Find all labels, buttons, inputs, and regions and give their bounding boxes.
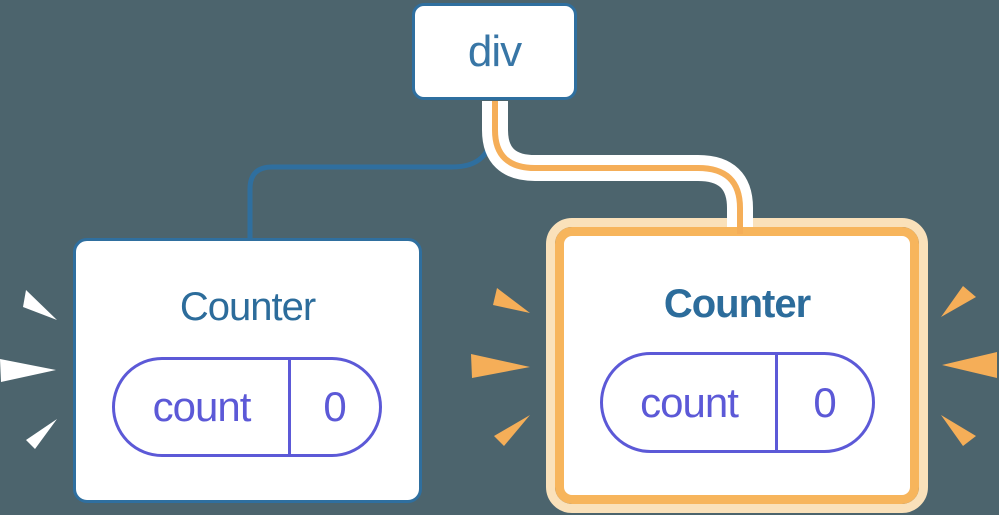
- rays-right-counter-right: [941, 286, 997, 446]
- edge-div-to-left-counter: [247, 101, 495, 240]
- counter-card-right: Counter count 0: [555, 227, 919, 504]
- state-value-left: 0: [323, 383, 347, 430]
- state-pill-divider: [288, 360, 291, 454]
- state-value-right: 0: [813, 378, 837, 426]
- rays-left-counter: [0, 290, 57, 449]
- edge-div-to-right-counter: [492, 101, 743, 234]
- edge-div-to-right-counter-outline: [482, 101, 753, 227]
- ray-white-middle: [0, 359, 56, 382]
- ray-orange-top: [493, 288, 530, 313]
- ray-white-top: [23, 290, 57, 320]
- ray-orange-bottom: [494, 415, 530, 446]
- counter-title-right: Counter: [663, 282, 811, 326]
- counter-card-left: Counter count 0: [73, 238, 422, 503]
- state-key-right: count: [640, 378, 739, 426]
- state-pill-right: count 0: [600, 352, 875, 453]
- counter-card-right-highlight-ring: Counter count 0: [546, 218, 928, 513]
- ray-white-bottom: [26, 419, 57, 449]
- state-key-left: count: [152, 383, 252, 430]
- ray-orange-middle: [942, 352, 997, 378]
- ray-orange-bottom: [941, 415, 976, 446]
- rays-right-counter-left: [471, 288, 530, 446]
- div-node-label: div: [467, 26, 522, 76]
- ray-orange-top: [941, 286, 976, 317]
- state-pill-divider: [775, 355, 778, 450]
- ray-orange-middle: [471, 354, 530, 378]
- state-pill-left: count 0: [112, 357, 382, 457]
- tree-node-div: div: [412, 3, 577, 100]
- counter-title-left: Counter: [179, 285, 316, 329]
